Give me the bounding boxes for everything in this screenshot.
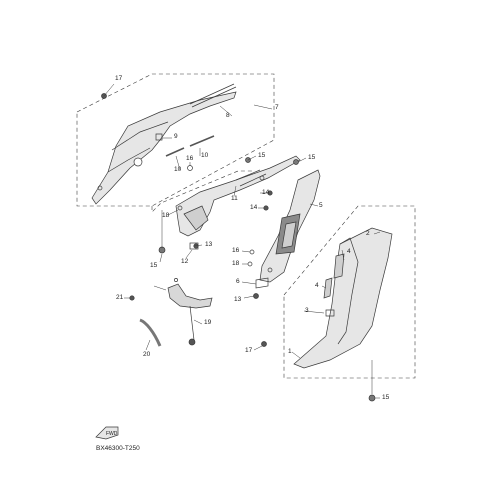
upper-side-cover [91,91,237,205]
callout-9: 9 [174,133,178,140]
diagram-code: BX46300-T250 [96,445,140,452]
callout-19: 19 [204,319,212,326]
bracket-6 [255,277,269,289]
callout-16: 16 [186,155,194,162]
bolt-18a [177,205,183,211]
callout-13-a: 13 [205,241,213,248]
grommet-15d [368,394,376,402]
group-outline-upper [76,73,275,207]
bracket-11 [175,155,301,237]
group-outline-middle [151,170,255,213]
callout-15-d: 15 [382,394,390,401]
nut-14b [263,205,269,211]
forward-arrow-icon: FWD [95,426,119,440]
callout-3: 3 [305,307,309,314]
grommet-16b [249,249,255,255]
callout-17-b: 17 [245,347,253,354]
callout-14-b: 14 [250,204,258,211]
stay-19 [167,283,213,309]
callout-15-b: 15 [308,154,316,161]
grommet-16 [187,165,193,171]
band-20 [139,318,162,347]
emblem-4b [323,277,333,299]
callout-5: 5 [319,202,323,209]
emblem-4a [333,253,345,279]
callout-12: 12 [181,258,189,265]
callout-13-b: 13 [234,296,242,303]
callout-4-b: 4 [315,282,319,289]
callout-1: 1 [288,348,292,355]
callout-15-a: 15 [258,152,266,159]
strip-10a [165,147,185,157]
bolt-17-lower [261,341,267,347]
lower-side-cover [293,227,393,369]
callout-11: 11 [231,195,238,202]
callout-6: 6 [236,278,240,285]
callout-17: 17 [115,75,123,82]
clip-9 [155,133,163,141]
bolt-13b [253,293,259,299]
callout-10-a: 10 [201,152,209,159]
strip-10b [189,135,215,147]
clip-3 [325,309,335,317]
bolt-21 [129,295,135,301]
callout-16-b: 16 [232,247,240,254]
callout-7: 7 [275,104,279,111]
callout-4-a: 4 [347,248,351,255]
callout-18-b: 18 [232,260,240,267]
callout-2: 2 [366,230,370,237]
callout-8: 8 [226,112,230,119]
callout-21: 21 [116,294,124,301]
callout-18-a: 18 [162,212,170,219]
grommet-15b [293,159,299,165]
bolt-18b [247,261,253,267]
forward-label: FWD [106,431,118,437]
strip-8 [189,83,237,108]
callout-15-c: 15 [150,262,158,269]
callout-20: 20 [143,351,151,358]
callout-14-a: 14 [262,189,270,196]
callout-10-b: 10 [174,166,182,173]
